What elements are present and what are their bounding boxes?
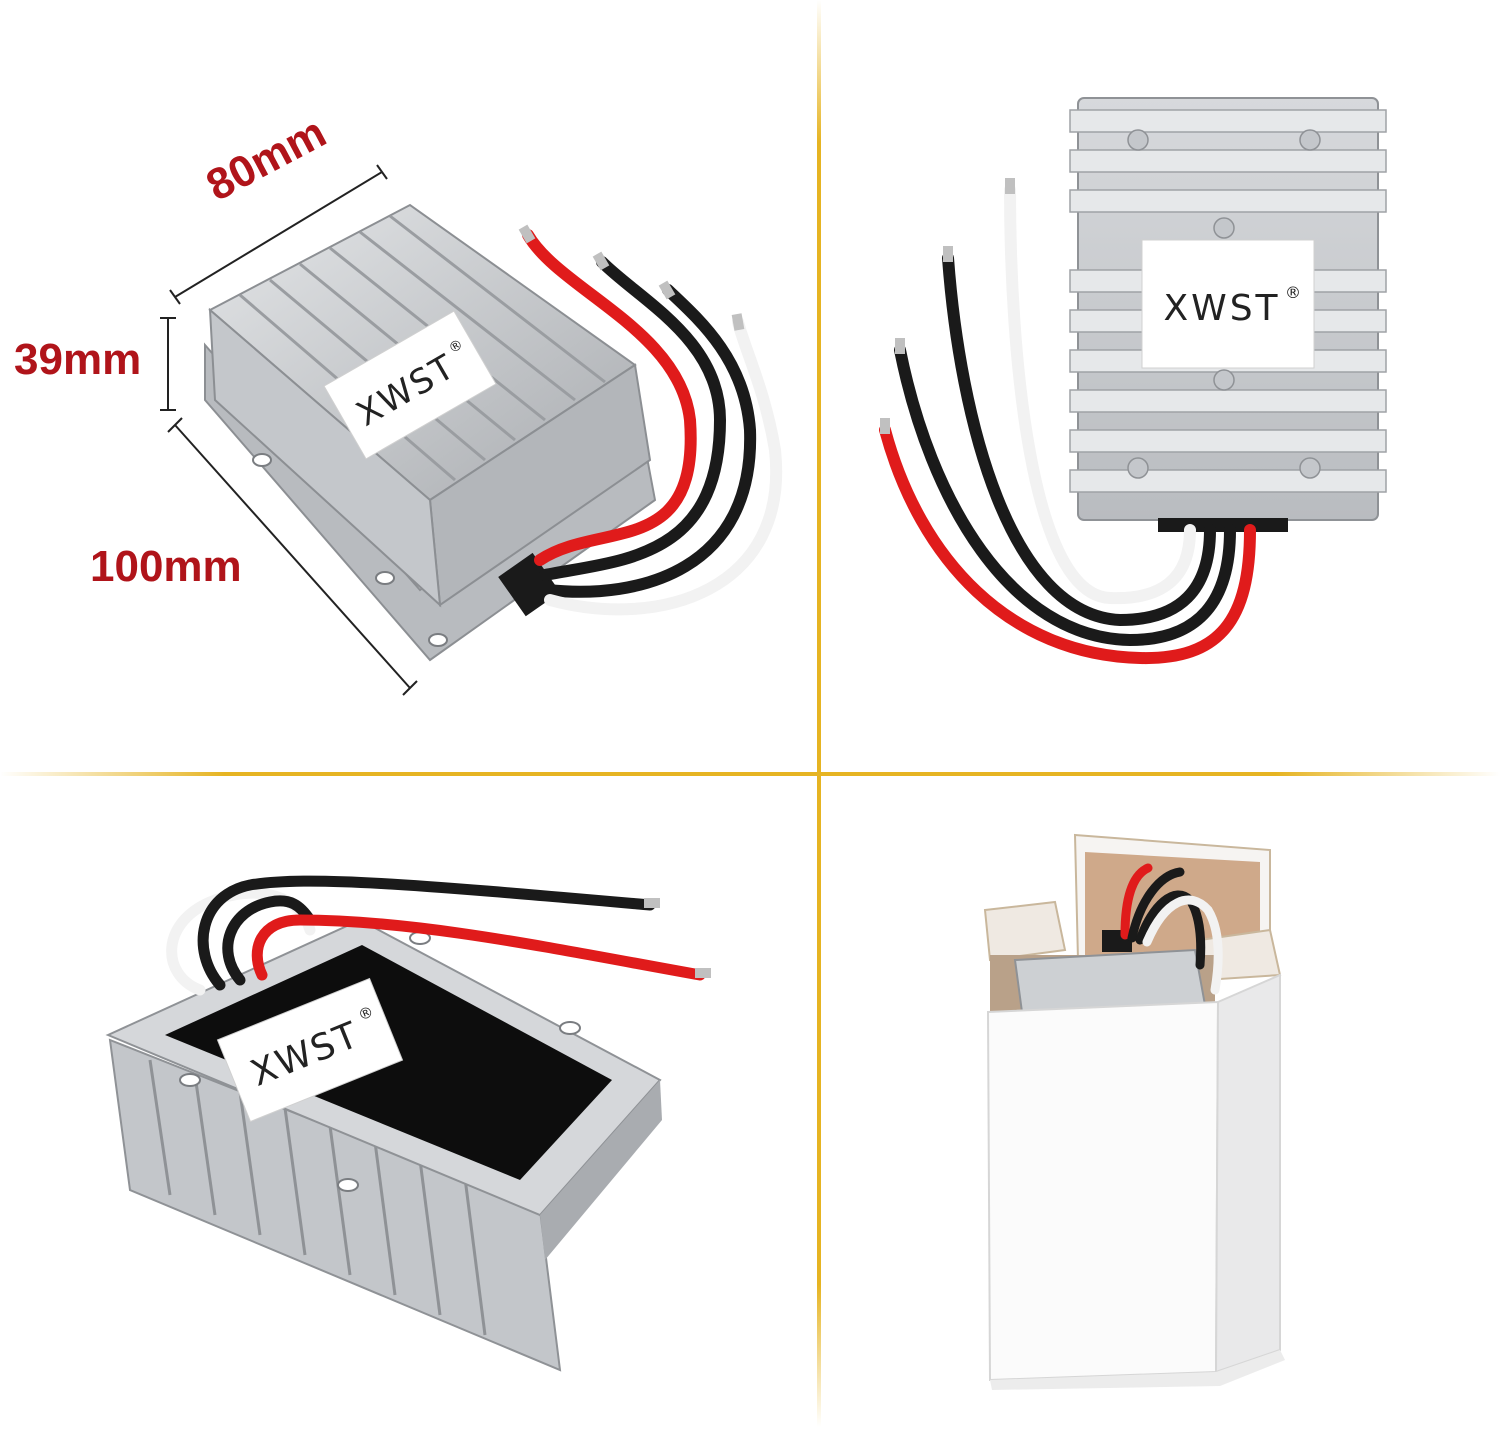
box-flap-left [983, 900, 1067, 962]
wire-red [879, 424, 1256, 665]
wire-white [1004, 184, 1196, 605]
wires [522, 229, 783, 616]
brand-label-text: XWST [1163, 288, 1280, 329]
box-front [986, 1000, 1220, 1382]
heatsink-fins [148, 1059, 487, 1336]
wire-black-2 [222, 895, 316, 986]
cable-gland [1158, 518, 1288, 532]
wire-black-1 [197, 875, 656, 991]
wires [879, 184, 1256, 665]
wire-tips [518, 224, 745, 331]
box-side [1214, 973, 1281, 1374]
mount-holes [179, 931, 581, 1192]
wire-black-2 [542, 284, 757, 598]
brand-registered-mark: ® [356, 1002, 377, 1024]
converter-top-view: XWST ® [879, 97, 1387, 665]
wire-red [1120, 863, 1153, 940]
wires [166, 875, 706, 996]
wire-red [522, 229, 697, 566]
wire-tips [644, 898, 711, 978]
converter-dimension-view: XWST ® [160, 164, 783, 696]
dimension-height-label: 39mm [14, 335, 142, 384]
brand-registered-mark: ® [1285, 283, 1301, 302]
mount-screws [1127, 129, 1321, 479]
box-bottom-shadow [990, 1350, 1285, 1390]
wire-black-1 [894, 344, 1236, 647]
mount-holes [252, 453, 448, 647]
wire-tips [880, 178, 1015, 434]
brand-label [1141, 239, 1315, 369]
brand-label [323, 310, 497, 460]
wire-black-1 [1127, 867, 1185, 943]
packaging-view [983, 833, 1285, 1390]
base-edge [540, 1080, 662, 1260]
wire-red [251, 914, 706, 981]
wire-black-1 [539, 256, 727, 581]
wire-black-2 [942, 252, 1216, 627]
wires [1120, 863, 1223, 995]
converter-in-box [1013, 948, 1207, 1014]
converter-bottom-view: XWST ® [105, 875, 711, 1372]
horizontal-divider [0, 772, 1500, 776]
brand-label [216, 977, 404, 1123]
wire-white [1142, 895, 1223, 995]
wire-white [544, 316, 783, 616]
vertical-divider [817, 0, 821, 1427]
brand-registered-mark: ® [446, 336, 466, 357]
dimension-lines [160, 164, 418, 696]
dimension-width-label: 100mm [90, 542, 242, 591]
